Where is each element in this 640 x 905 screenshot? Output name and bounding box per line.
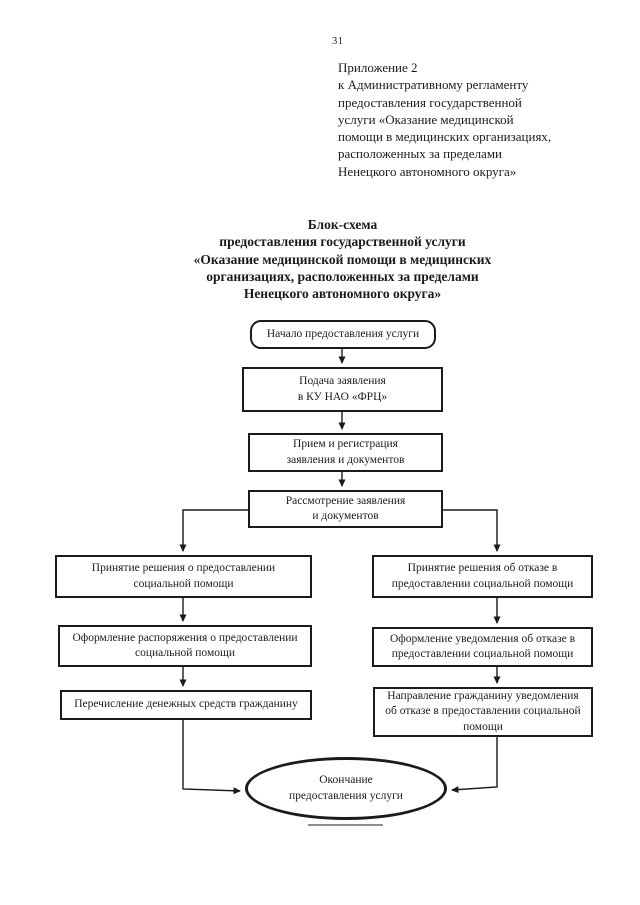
node-approve-order-label: Оформление распоряжения о предоставлении… xyxy=(72,631,298,660)
node-send-notice: Направление гражданину уведомления об от… xyxy=(373,687,593,737)
flowchart-title: Блок-схема предоставления государственно… xyxy=(193,217,492,302)
node-end: Окончание предоставления услуги xyxy=(245,757,447,820)
node-approve-decision-label: Принятие решения о предоставлении социал… xyxy=(91,562,276,590)
node-send-notice-label: Направление гражданину уведомления об от… xyxy=(385,689,581,733)
node-registration-label: Прием и регистрация заявления и документ… xyxy=(286,438,405,466)
node-submission-label: Подача заявления в КУ НАО «ФРЦ» xyxy=(297,375,388,403)
node-transfer-funds: Перечисление денежных средств гражданину xyxy=(60,690,312,720)
appendix-header: Приложение 2 к Административному регламе… xyxy=(338,60,552,179)
node-refusal-notice-label: Оформление уведомления об отказе в предо… xyxy=(389,632,576,661)
footer-divider-line xyxy=(308,824,383,826)
page-number: 31 xyxy=(332,36,344,47)
node-registration: Прием и регистрация заявления и документ… xyxy=(248,433,443,472)
node-review-label: Рассмотрение заявления и документов xyxy=(285,494,406,523)
node-refusal-notice: Оформление уведомления об отказе в предо… xyxy=(372,627,593,667)
node-end-label: Окончание предоставления услуги xyxy=(289,774,403,802)
node-refuse-decision-label: Принятие решения об отказе в предоставле… xyxy=(391,562,574,590)
node-transfer-funds-label: Перечисление денежных средств гражданину xyxy=(74,698,298,711)
node-start: Начало предоставления услуги xyxy=(250,320,436,349)
node-refuse-decision: Принятие решения об отказе в предоставле… xyxy=(372,555,593,598)
node-start-label: Начало предоставления услуги xyxy=(266,327,420,340)
node-approve-decision: Принятие решения о предоставлении социал… xyxy=(55,555,312,598)
node-review: Рассмотрение заявления и документов xyxy=(248,490,443,528)
node-approve-order: Оформление распоряжения о предоставлении… xyxy=(58,625,312,667)
node-submission: Подача заявления в КУ НАО «ФРЦ» xyxy=(242,367,443,412)
